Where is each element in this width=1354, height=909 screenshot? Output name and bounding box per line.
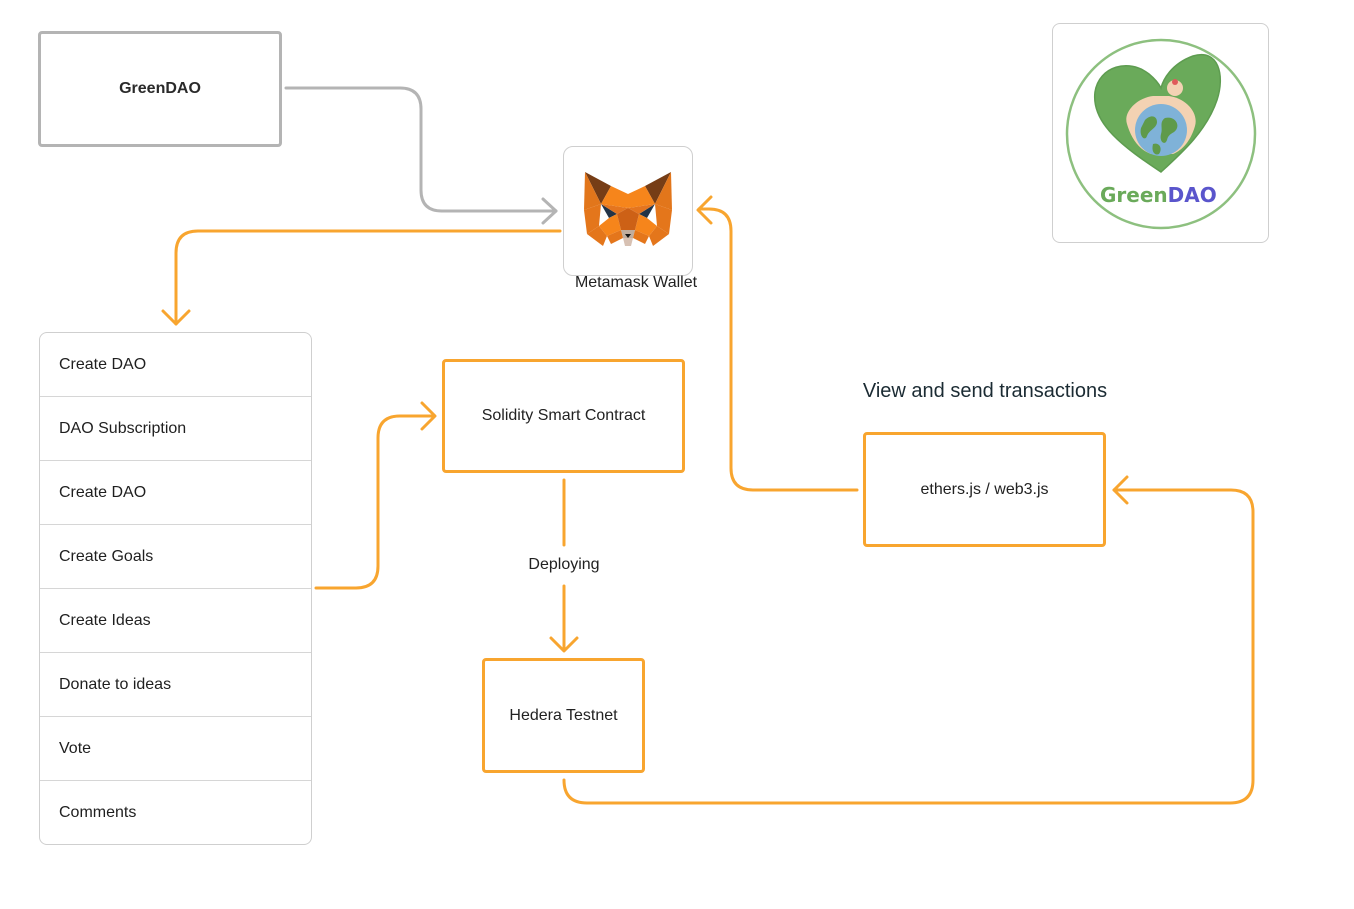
greendao-box: GreenDAO xyxy=(38,31,282,147)
hedera-testnet-box: Hedera Testnet xyxy=(482,658,645,773)
greendao-logo-card: GreenDAO xyxy=(1052,23,1269,243)
svg-text:GreenDAO: GreenDAO xyxy=(1100,183,1217,207)
connector-wallet-to-menu xyxy=(174,229,562,326)
hedera-testnet-label: Hedera Testnet xyxy=(509,706,618,724)
metamask-caption: Metamask Wallet xyxy=(574,274,698,291)
arrowhead-solidity xyxy=(420,401,437,431)
metamask-card xyxy=(563,146,693,276)
arrowhead-wallet xyxy=(696,195,713,225)
ethers-web3-label: ethers.js / web3.js xyxy=(920,480,1049,498)
menu-item-comments[interactable]: Comments xyxy=(59,804,137,821)
menu-item-create-dao-2[interactable]: Create DAO xyxy=(40,461,311,525)
logo-text-green: Green xyxy=(1100,183,1168,207)
earth-icon xyxy=(1135,104,1187,156)
menu-item-dao-subscription[interactable]: DAO Subscription xyxy=(40,397,311,461)
menu-item-create-ideas[interactable]: Create Ideas xyxy=(40,589,311,653)
arrowhead-gray xyxy=(541,197,558,225)
arrowhead-menu xyxy=(161,309,191,326)
menu-item-create-goals[interactable]: Create Goals xyxy=(40,525,311,589)
greendao-logo: GreenDAO xyxy=(1065,38,1257,230)
deploying-label: Deploying xyxy=(504,556,624,574)
feature-menu: Create DAO DAO Subscription Create DAO C… xyxy=(39,332,312,845)
menu-item-create-dao[interactable]: Create DAO xyxy=(40,333,311,397)
arrowhead-hedera xyxy=(549,636,579,653)
connector-greendao-to-wallet xyxy=(284,86,558,213)
ethers-web3-box: ethers.js / web3.js xyxy=(863,432,1106,547)
solidity-contract-box: Solidity Smart Contract xyxy=(442,359,685,473)
connector-hedera-to-ethers xyxy=(562,488,1255,805)
menu-item-vote[interactable]: Vote xyxy=(40,717,311,781)
view-send-transactions-label: View and send transactions xyxy=(862,380,1108,402)
connector-ethers-to-wallet xyxy=(697,207,859,492)
greendao-box-label: GreenDAO xyxy=(119,80,201,97)
menu-item-donate-to-ideas[interactable]: Donate to ideas xyxy=(40,653,311,717)
arrowhead-ethers xyxy=(1112,475,1129,505)
metamask-fox-icon xyxy=(584,172,672,246)
solidity-contract-label: Solidity Smart Contract xyxy=(481,407,646,424)
logo-text-blue: DAO xyxy=(1168,183,1217,207)
connector-menu-to-solidity xyxy=(314,414,436,590)
